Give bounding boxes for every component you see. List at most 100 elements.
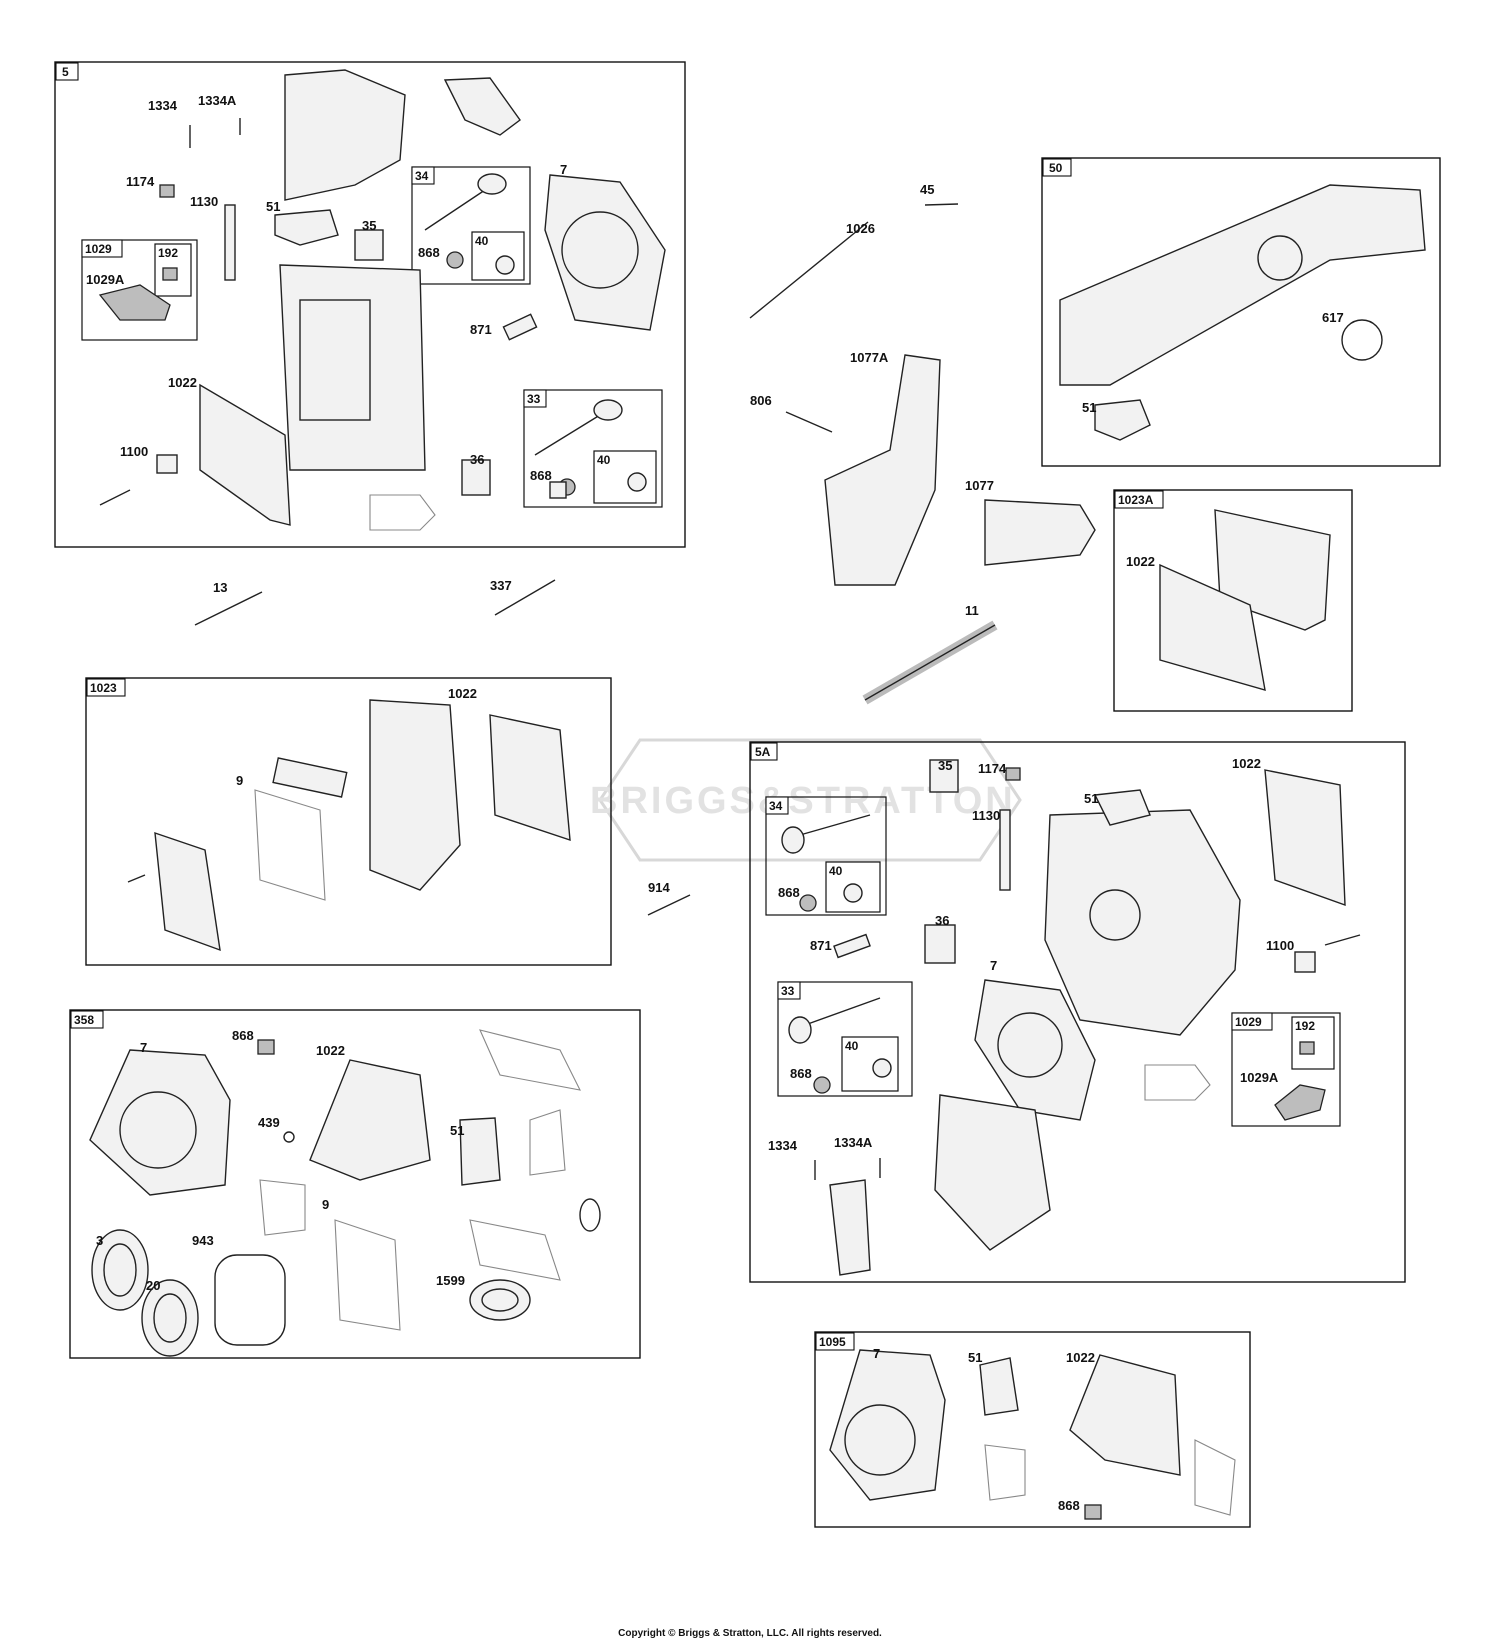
gasket-icon — [1144, 1064, 1211, 1101]
shield-icon — [829, 1179, 871, 1276]
bracket-plate-icon — [984, 499, 1096, 566]
svg-text:1077A: 1077A — [850, 350, 889, 365]
valve-seal-icon — [495, 255, 515, 275]
gasket-icon — [1194, 1439, 1236, 1516]
svg-text:1029A: 1029A — [86, 272, 125, 287]
gasket-icon — [259, 1179, 306, 1236]
svg-text:51: 51 — [266, 199, 280, 214]
valve-head-icon — [788, 1016, 812, 1044]
cylinder-head-gasket-icon — [89, 1049, 231, 1196]
intake-gasket-icon — [459, 1117, 501, 1186]
svg-text:871: 871 — [810, 938, 832, 953]
rocker-arm-icon — [1274, 1084, 1326, 1121]
cylinder-head-icon — [1044, 809, 1241, 1036]
svg-text:36: 36 — [935, 913, 949, 928]
collet-icon — [799, 894, 817, 912]
valve-seal-icon — [1084, 1504, 1102, 1520]
svg-text:5A: 5A — [755, 745, 771, 759]
oil-seal-icon — [91, 1229, 149, 1311]
rocker-cover-gasket-icon — [199, 383, 291, 526]
rocker-cover-icon — [369, 699, 461, 891]
rocker-cover-gasket-icon — [1159, 563, 1266, 691]
svg-text:1174: 1174 — [126, 174, 155, 189]
screw-icon — [127, 874, 146, 883]
gasket-icon — [984, 1444, 1026, 1501]
svg-text:868: 868 — [418, 245, 440, 260]
svg-text:1334A: 1334A — [834, 1135, 873, 1150]
svg-text:35: 35 — [362, 218, 376, 233]
svg-text:1095: 1095 — [819, 1335, 846, 1349]
bolt-icon — [647, 894, 691, 916]
valve-head-icon — [477, 173, 507, 195]
rocker-cover-gasket-icon — [309, 1059, 431, 1181]
cylinder-head-gasket-icon — [974, 979, 1096, 1121]
svg-text:51: 51 — [450, 1123, 464, 1138]
svg-text:1334: 1334 — [768, 1138, 798, 1153]
gasket-icon — [254, 789, 326, 901]
svg-text:7: 7 — [990, 958, 997, 973]
svg-text:40: 40 — [845, 1039, 859, 1053]
gasket-icon — [369, 494, 436, 531]
svg-text:5: 5 — [62, 65, 69, 79]
valve-head-icon — [593, 399, 623, 421]
air-shroud-icon — [284, 69, 406, 201]
nut-icon — [162, 267, 178, 281]
bolt-icon — [785, 411, 833, 433]
push-rod-icon — [749, 221, 869, 319]
svg-text:868: 868 — [1058, 1498, 1080, 1513]
valve-seal-icon — [257, 1039, 275, 1055]
svg-text:1334: 1334 — [148, 98, 178, 113]
box-1023A-rocker-cover: 1023A 1022 — [1113, 489, 1353, 712]
svg-text:868: 868 — [790, 1066, 812, 1081]
svg-text:943: 943 — [192, 1233, 214, 1248]
box-1095-gasket-set: 1095 7 51 1022 868 — [814, 1331, 1251, 1528]
box-50-intake-manifold: 50 617 51 — [1041, 157, 1441, 467]
push-rod-guide-icon — [833, 933, 871, 959]
push-rod-guide-icon — [502, 313, 538, 341]
rocker-cover-icon — [1214, 509, 1331, 631]
svg-text:50: 50 — [1049, 161, 1063, 175]
svg-text:868: 868 — [232, 1028, 254, 1043]
svg-text:20: 20 — [146, 1278, 160, 1293]
exhaust-gasket-icon — [479, 1029, 581, 1091]
oil-seal-icon — [469, 1279, 531, 1321]
svg-text:1029A: 1029A — [1240, 1070, 1279, 1085]
svg-text:7: 7 — [560, 162, 567, 177]
o-ring-icon — [1341, 319, 1383, 361]
svg-text:9: 9 — [236, 773, 243, 788]
svg-text:1022: 1022 — [1126, 554, 1155, 569]
svg-text:192: 192 — [1295, 1019, 1315, 1033]
svg-text:1130: 1130 — [190, 194, 218, 209]
svg-text:1100: 1100 — [1266, 938, 1294, 953]
valve-stem-icon — [799, 814, 871, 836]
svg-text:871: 871 — [470, 322, 492, 337]
svg-text:40: 40 — [829, 864, 843, 878]
copyright-notice: Copyright © Briggs & Stratton, LLC. All … — [618, 1628, 882, 1639]
o-ring-icon — [283, 1131, 295, 1143]
support-bracket-icon — [824, 354, 941, 586]
box-1023-rocker-cover-kit: 1023 1022 9 — [85, 677, 612, 966]
rocker-arm-icon — [98, 284, 171, 321]
svg-text:35: 35 — [938, 758, 952, 773]
valve-stem-icon — [424, 189, 486, 231]
box-5A-cylinder-head-assembly: 5A 34 40 33 40 1029 192 — [749, 741, 1406, 1283]
cover-plate-icon — [154, 831, 221, 952]
svg-text:1029: 1029 — [1235, 1015, 1262, 1029]
breather-icon — [1294, 951, 1316, 973]
gasket-icon — [334, 1219, 401, 1331]
collet-icon — [446, 251, 464, 269]
svg-text:868: 868 — [530, 468, 552, 483]
svg-text:1077: 1077 — [965, 478, 994, 493]
nut-icon — [1299, 1041, 1315, 1055]
svg-text:1029: 1029 — [85, 242, 112, 256]
cylinder-head-gasket-icon — [544, 174, 666, 331]
bolt-icon — [194, 591, 263, 626]
svg-text:40: 40 — [475, 234, 489, 248]
collet-icon — [813, 1076, 831, 1094]
svg-text:51: 51 — [1082, 400, 1096, 415]
svg-text:439: 439 — [258, 1115, 280, 1130]
svg-text:914: 914 — [648, 880, 670, 895]
center-loose-parts: 45 1026 1077A 806 1077 11 13 337 914 — [194, 182, 1096, 916]
svg-text:13: 13 — [213, 580, 227, 595]
